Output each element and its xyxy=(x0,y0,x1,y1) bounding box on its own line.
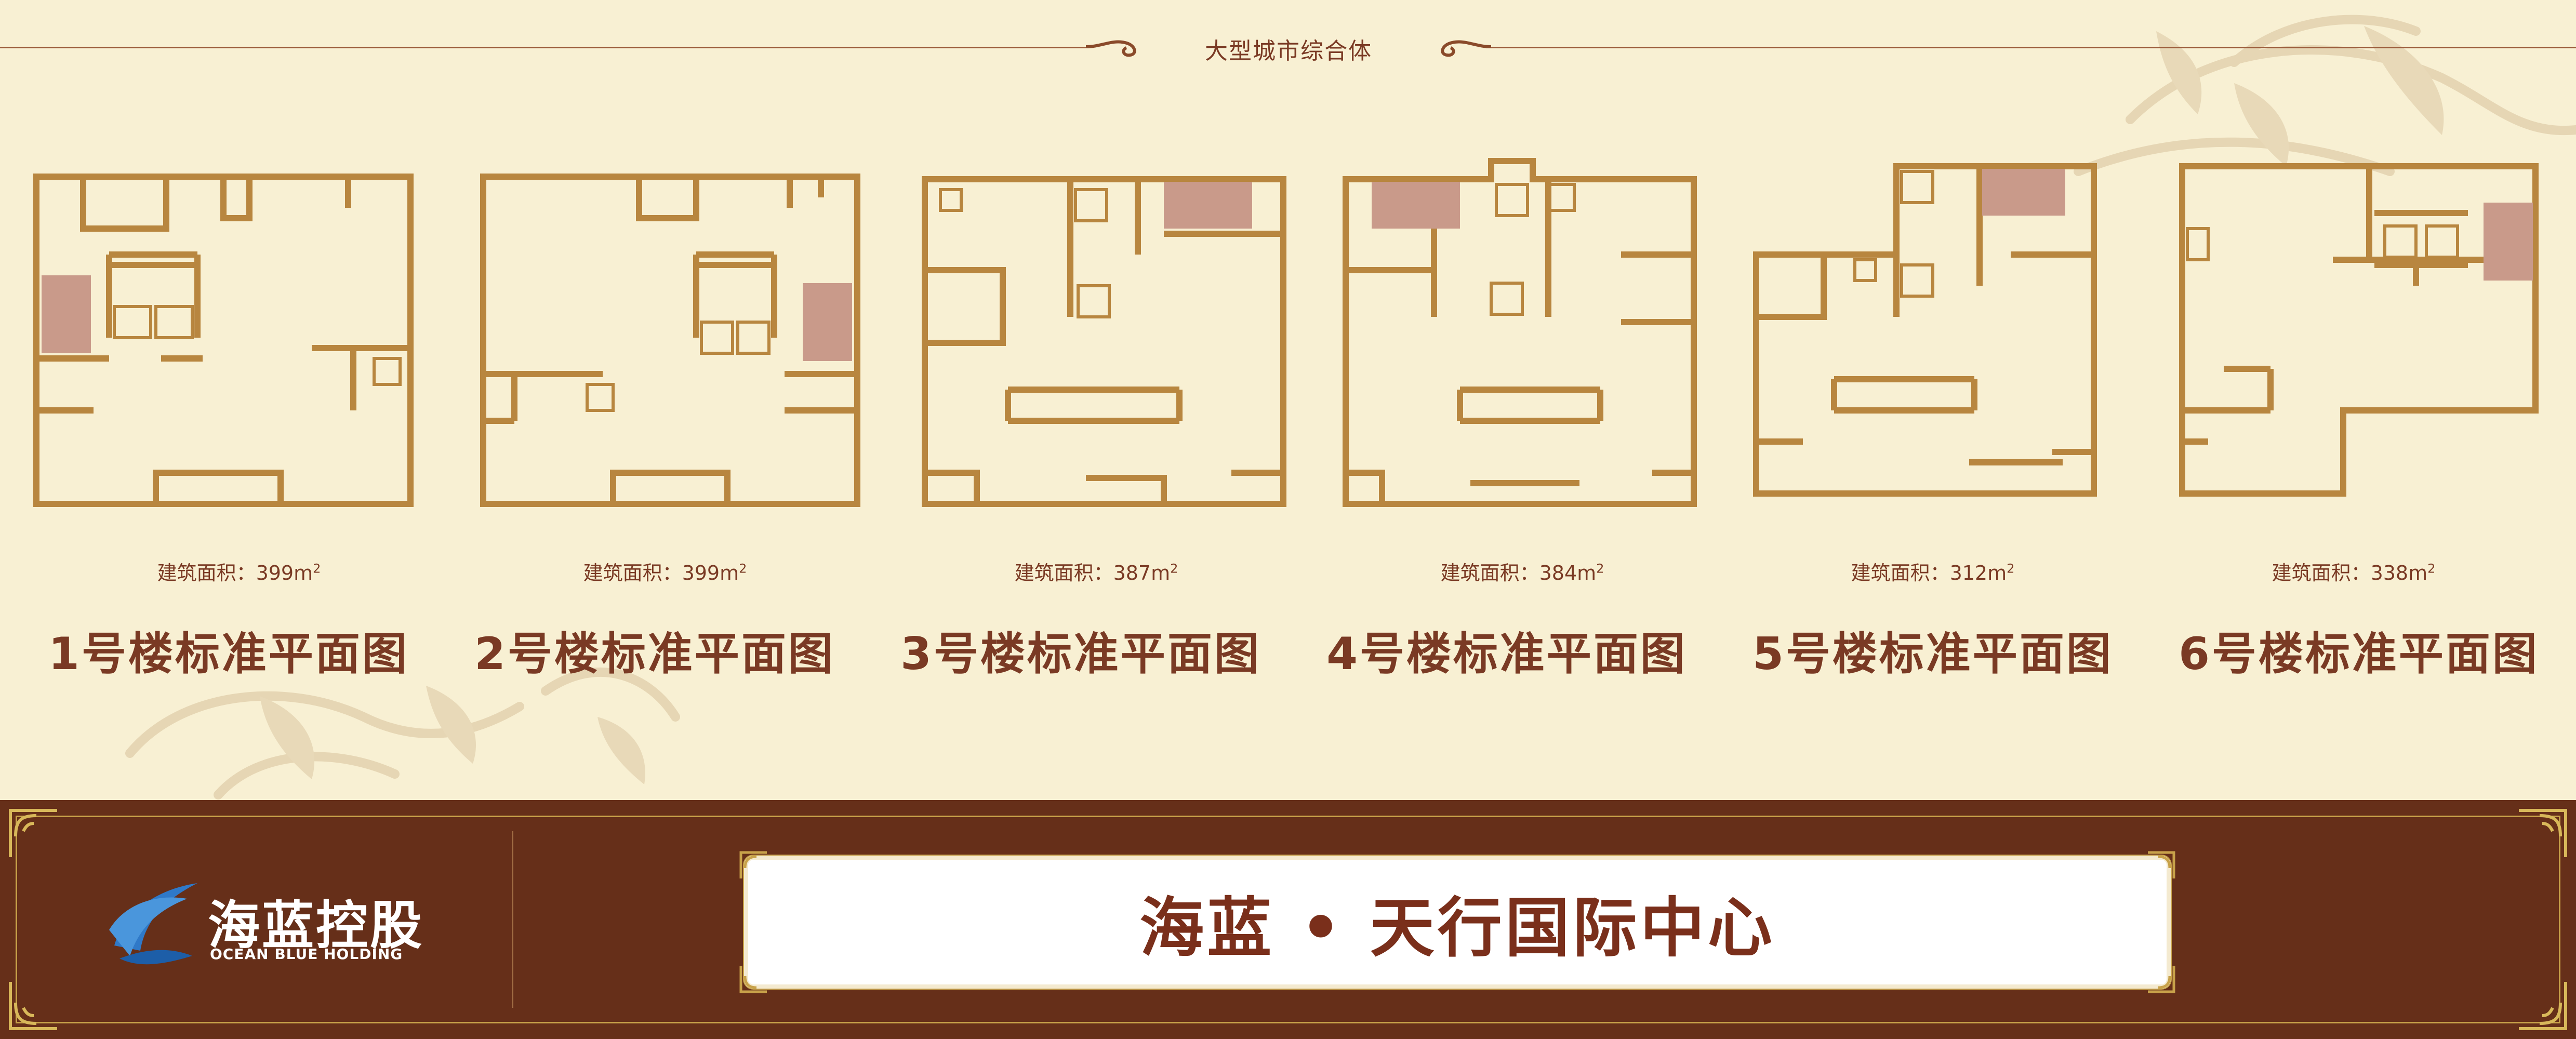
plan-title-building-2: 2号楼标准平面图 xyxy=(474,628,835,680)
area-label-building-3: 建筑面积：387m2 xyxy=(888,557,1304,585)
area-value: 建筑面积：312m xyxy=(1851,562,2007,584)
area-value: 建筑面积：384m xyxy=(1440,562,1597,584)
project-name: 海蓝 • 天行国际中心 xyxy=(1139,891,1775,966)
floor-plan-building-5 xyxy=(1753,163,2097,497)
stair-hatch xyxy=(803,283,852,361)
plan-title-building-5: 5号楼标准平面图 xyxy=(1752,628,2113,680)
area-superscript: 2 xyxy=(2007,561,2015,576)
area-value: 建筑面积：338m xyxy=(2272,562,2428,584)
page-title: 大型城市综合体 xyxy=(1205,38,1372,64)
area-value: 建筑面积：399m xyxy=(157,562,313,584)
decorative-swirl-background xyxy=(125,15,2576,800)
area-label-building-4: 建筑面积：384m2 xyxy=(1314,557,1730,585)
area-label-building-6: 建筑面积：338m2 xyxy=(2146,557,2561,585)
plan-title-building-1: 1号楼标准平面图 xyxy=(48,628,409,680)
company-logo: 海蓝控股 OCEAN BLUE HOLDING xyxy=(104,862,468,977)
plan-title-building-6: 6号楼标准平面图 xyxy=(2179,628,2539,680)
stair-hatch xyxy=(42,275,91,353)
left-flourish-icon xyxy=(1086,40,1136,57)
corner-ornament-icon xyxy=(9,809,57,857)
header-rule-left xyxy=(0,47,1086,48)
banner-corner-ornament-icon xyxy=(739,966,767,993)
area-superscript: 2 xyxy=(1596,561,1604,576)
floor-plan-building-1 xyxy=(33,174,414,507)
ocean-wave-logo-icon xyxy=(109,883,197,965)
area-superscript: 2 xyxy=(1170,561,1178,576)
area-label-building-1: 建筑面积：399m2 xyxy=(31,557,447,585)
floor-plan-building-3 xyxy=(922,176,1286,507)
stair-hatch xyxy=(1982,169,2065,216)
floor-plan-building-2 xyxy=(480,174,860,507)
area-value: 建筑面积：387m xyxy=(1014,562,1171,584)
area-superscript: 2 xyxy=(739,561,747,576)
footer-frame xyxy=(16,816,2560,1023)
footer-divider xyxy=(512,831,513,1008)
header-rule-right xyxy=(1486,47,2576,48)
floor-plan-building-6 xyxy=(2179,163,2539,497)
logo-english-name: OCEAN BLUE HOLDING xyxy=(210,945,403,963)
stair-hatch xyxy=(1164,182,1252,229)
banner-corner-ornament-icon xyxy=(739,851,767,878)
stair-hatch xyxy=(1372,182,1460,229)
banner-corner-ornament-icon xyxy=(2148,851,2175,878)
corner-ornament-icon xyxy=(2519,982,2567,1030)
area-label-building-2: 建筑面积：399m2 xyxy=(457,557,873,585)
plan-title-building-3: 3号楼标准平面图 xyxy=(900,628,1261,680)
footer-banner: 海蓝控股 OCEAN BLUE HOLDING 海蓝 • 天行国际中心 xyxy=(0,800,2576,1039)
corner-ornament-icon xyxy=(2519,809,2567,857)
corner-ornament-icon xyxy=(9,982,57,1030)
area-value: 建筑面积：399m xyxy=(583,562,739,584)
area-label-building-5: 建筑面积：312m2 xyxy=(1725,557,2141,585)
right-flourish-icon xyxy=(1441,40,1491,57)
area-superscript: 2 xyxy=(2427,561,2436,576)
area-superscript: 2 xyxy=(313,561,321,576)
floor-plan-building-4 xyxy=(1343,158,1697,507)
project-name-banner: 海蓝 • 天行国际中心 xyxy=(739,851,2175,993)
logo-chinese-name: 海蓝控股 xyxy=(208,895,424,956)
banner-corner-ornament-icon xyxy=(2148,966,2175,993)
plan-title-building-4: 4号楼标准平面图 xyxy=(1326,628,1687,680)
stair-hatch xyxy=(2484,203,2533,281)
